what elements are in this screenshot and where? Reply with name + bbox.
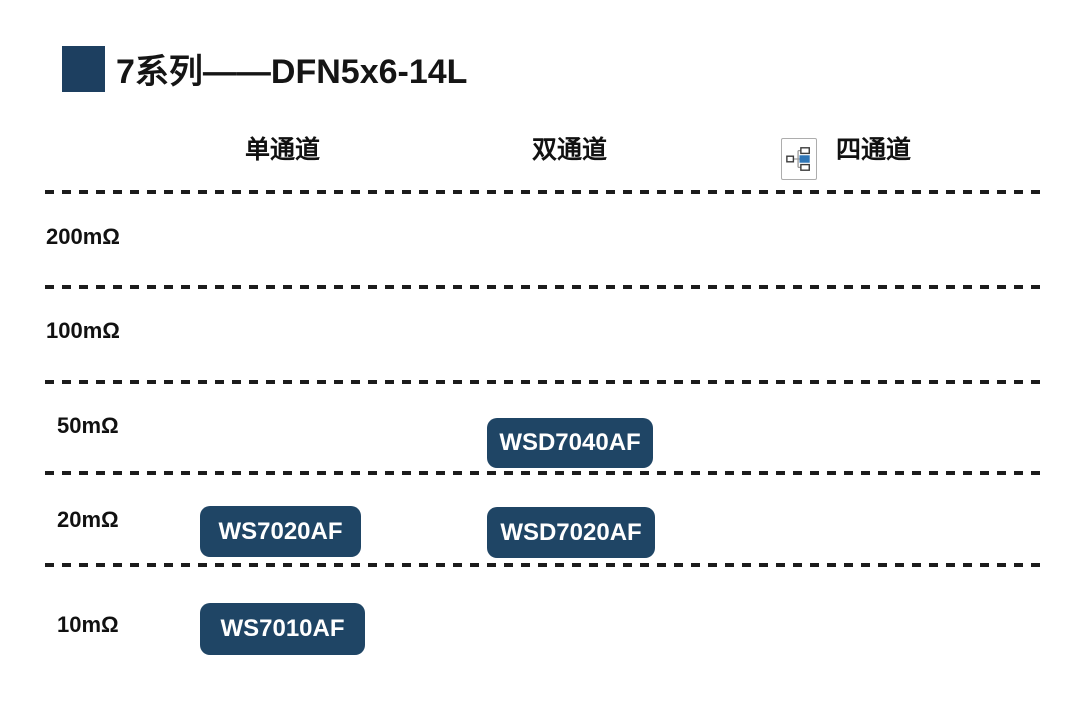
column-header-dual-channel: 双通道 [532, 136, 608, 164]
row-separator [45, 190, 1047, 194]
product-chip-wsd7020af[interactable]: WSD7020AF [487, 507, 655, 558]
page-title: 7系列——DFN5x6-14L [116, 53, 468, 91]
row-separator [45, 471, 1047, 475]
product-chip-wsd7040af[interactable]: WSD7040AF [487, 418, 653, 468]
row-label-50mohm: 50mΩ [57, 413, 119, 438]
column-header-quad-channel: 四通道 [836, 136, 912, 164]
product-chip-ws7020af[interactable]: WS7020AF [200, 506, 361, 557]
column-header-single-channel: 单通道 [245, 136, 321, 164]
row-label-200mohm: 200mΩ [46, 224, 120, 249]
title-accent-square [62, 46, 105, 92]
row-label-100mohm: 100mΩ [46, 318, 120, 343]
row-label-10mohm: 10mΩ [57, 612, 119, 637]
row-separator [45, 285, 1047, 289]
row-separator [45, 563, 1047, 567]
row-separator [45, 380, 1047, 384]
product-chip-ws7010af[interactable]: WS7010AF [200, 603, 365, 655]
org-chart-icon [781, 138, 817, 180]
row-label-20mohm: 20mΩ [57, 507, 119, 532]
